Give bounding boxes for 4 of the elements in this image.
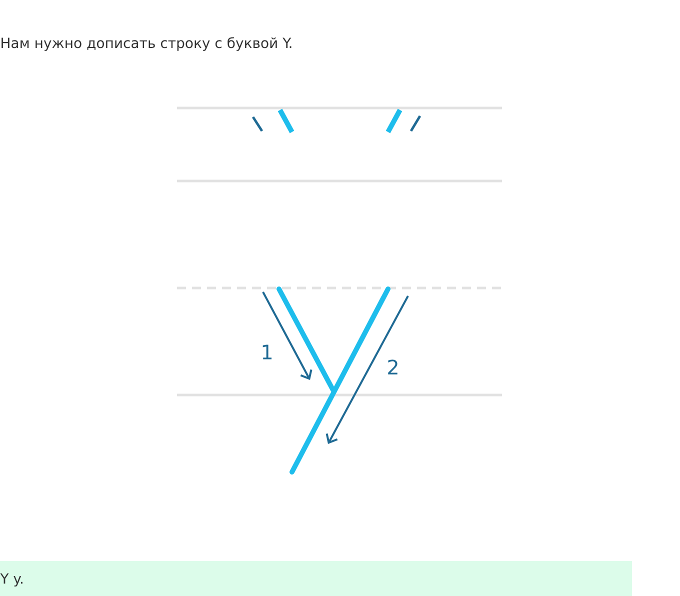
heading: Нам нужно дописать строку с буквой Y. <box>2 37 292 51</box>
stroke-number: 1 <box>262 344 272 360</box>
answer-band: Y y. <box>0 561 632 596</box>
stroke-number: 2 <box>388 360 398 374</box>
